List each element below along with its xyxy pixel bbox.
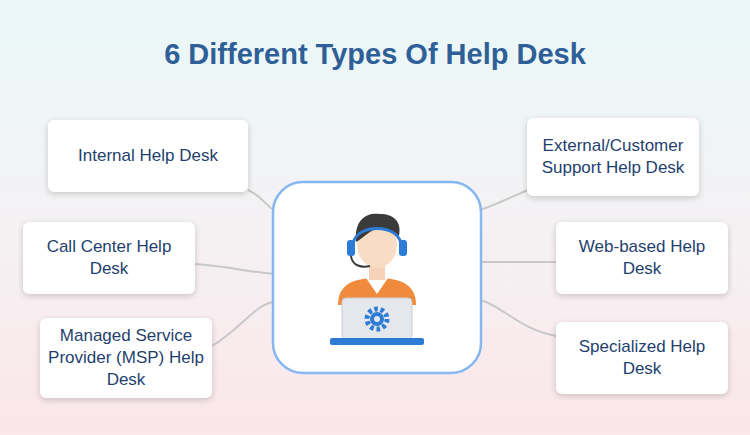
help-desk-box: Web-based Help Desk — [556, 222, 728, 294]
help-desk-box: Specialized Help Desk — [556, 322, 728, 394]
help-desk-box: Internal Help Desk — [48, 120, 248, 192]
box-label: Call Center Help Desk — [31, 236, 187, 280]
help-desk-box: External/Customer Support Help Desk — [527, 118, 699, 196]
help-desk-box: Call Center Help Desk — [23, 222, 195, 294]
box-label: External/Customer Support Help Desk — [535, 135, 691, 179]
box-label: Managed Service Provider (MSP) Help Desk — [48, 325, 204, 391]
box-label: Web-based Help Desk — [564, 236, 720, 280]
box-label: Internal Help Desk — [78, 145, 218, 167]
diagram-title: 6 Different Types Of Help Desk — [0, 38, 750, 71]
help-desk-box: Managed Service Provider (MSP) Help Desk — [40, 318, 212, 398]
box-label: Specialized Help Desk — [564, 336, 720, 380]
